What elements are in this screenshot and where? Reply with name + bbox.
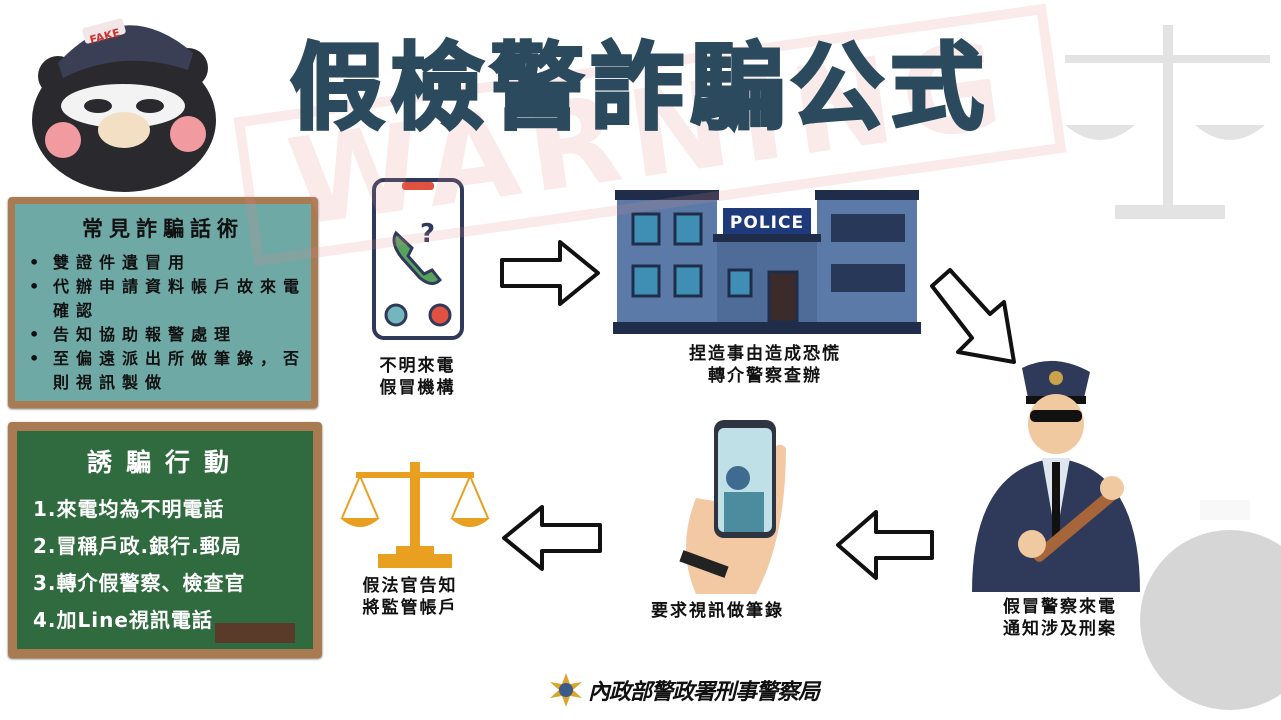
arrow-left-icon [836, 510, 934, 580]
eraser-icon [215, 623, 295, 643]
board-heading: 誘騙行動 [86, 448, 243, 477]
list-item: •雙證件遺冒用 [29, 253, 192, 272]
arrow-down-right-icon [930, 268, 1016, 364]
list-item: •代辦申請資料帳戶故來電確認 [29, 277, 307, 320]
step-3-label: 假冒警察來電通知涉及刑案 [1003, 597, 1117, 639]
logo-text: 內政部警政署刑事警察局 [588, 680, 820, 705]
step-5-label: 假法官告知將監管帳戶 [362, 576, 458, 618]
arrow-right-icon [500, 240, 600, 306]
phone-call-icon: ? [372, 178, 464, 340]
fake-police-officer-icon [972, 360, 1140, 592]
cib-logo: 內政部警政署刑事警察局 [548, 672, 820, 708]
step-1-label: 不明來電假冒機構 [379, 356, 456, 398]
page-title: 假檢警詐騙公式 [288, 33, 990, 145]
list-item: •告知協助報警處理 [29, 325, 238, 344]
faded-scales-icon [1065, 25, 1270, 219]
police-badge-icon [550, 673, 582, 707]
list-item: 3.轉介假警察、檢查官 [33, 571, 246, 595]
common-tactics-board: 常見詐騙話術 •雙證件遺冒用 •代辦申請資料帳戶故來電確認 •告知協助報警處理 … [8, 197, 318, 408]
board-heading: 常見詐騙話術 [82, 217, 244, 241]
faded-bear-icon [1140, 500, 1281, 710]
justice-scales-icon [340, 462, 490, 568]
police-station-icon: POLICE [613, 190, 921, 334]
list-item: 1.來電均為不明電話 [33, 497, 225, 521]
list-item: •至偏遠派出所做筆錄，否則視訊製做 [29, 349, 307, 392]
list-item: 2.冒稱戶政.銀行.郵局 [33, 534, 242, 558]
fake-bear-mascot-icon: FAKE [32, 18, 216, 192]
svg-text:?: ? [420, 219, 435, 249]
arrow-left-icon [502, 505, 602, 571]
step-4-label: 要求視訊做筆錄 [651, 601, 784, 621]
svg-text:POLICE: POLICE [730, 213, 804, 233]
video-call-phone-icon [679, 420, 786, 594]
list-item: 4.加Line視訊電話 [33, 608, 213, 632]
step-2-label: 捏造事由造成恐慌轉介警察查辦 [689, 344, 841, 386]
lure-actions-board: 誘騙行動 1.來電均為不明電話 2.冒稱戶政.銀行.郵局 3.轉介假警察、檢查官… [8, 422, 322, 658]
